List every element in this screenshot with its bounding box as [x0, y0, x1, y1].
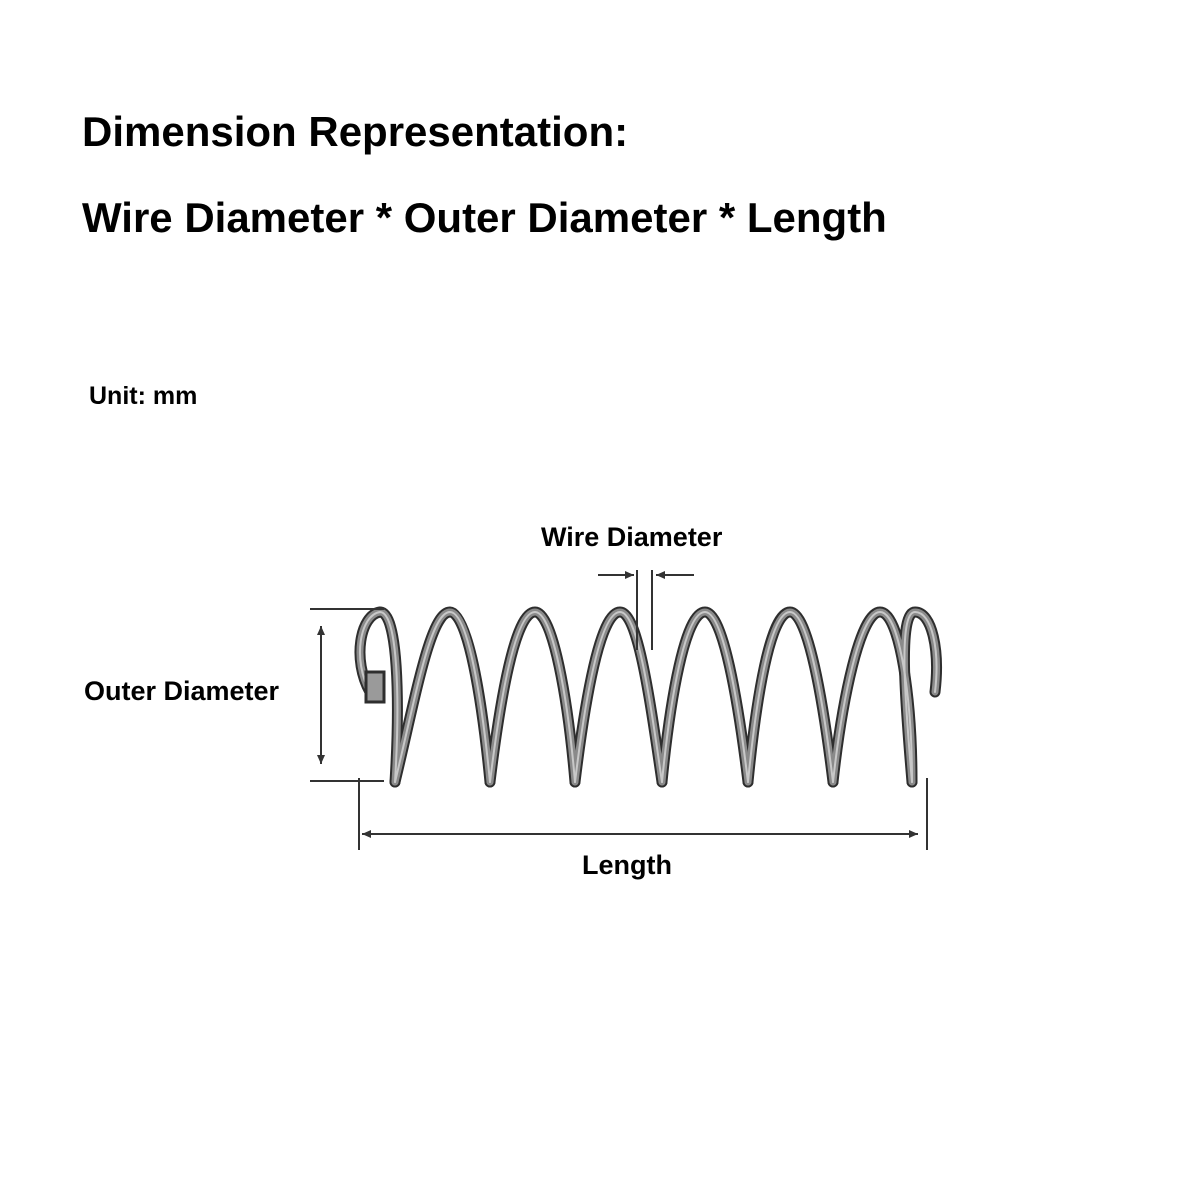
wire-diameter-label: Wire Diameter: [541, 522, 723, 552]
wire-diameter-dimension: [598, 570, 694, 650]
spring-end-tab: [364, 670, 386, 704]
spring-coil-3: [489, 610, 576, 783]
spring-coil-2: [394, 610, 491, 783]
compression-spring: [354, 606, 942, 788]
spring-coil-8: [903, 610, 938, 783]
spring-coil-1: [359, 610, 399, 783]
length-dimension: [358, 778, 928, 850]
outer-diameter-dimension: [310, 608, 384, 782]
spring-coil-4: [574, 610, 663, 783]
spring-coil-6: [747, 610, 834, 783]
spring-coil-7: [832, 610, 913, 783]
outer-diameter-label: Outer Diameter: [84, 676, 280, 706]
unit-label: Unit: mm: [89, 382, 198, 410]
title-line-2: Wire Diameter * Outer Diameter * Length: [82, 194, 887, 241]
spring-coil-5: [661, 610, 749, 783]
spring-coil-2: [389, 606, 496, 788]
title-line-1: Dimension Representation:: [82, 108, 629, 155]
length-label: Length: [582, 850, 672, 880]
